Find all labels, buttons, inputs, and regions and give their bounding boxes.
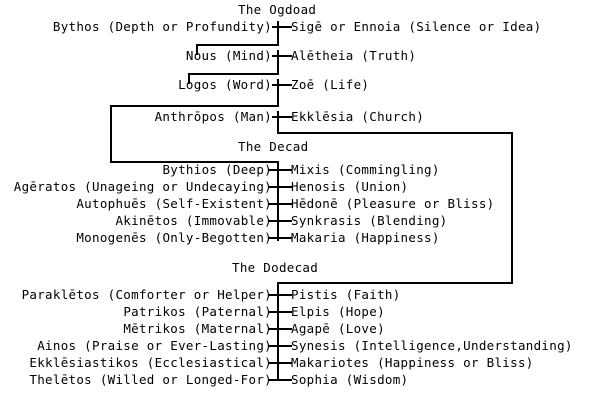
pair-connector-akinetos-synkrasis bbox=[269, 220, 292, 222]
node-autophues: Autophuēs (Self-Existent) bbox=[76, 196, 272, 211]
descent-ogdoad-3-vert-right bbox=[277, 84, 279, 107]
descent-ogdoad-2-vert-right bbox=[277, 55, 279, 75]
section-heading-decad: The Decad bbox=[238, 139, 309, 154]
descent-ogdoad-3-horiz bbox=[110, 105, 279, 107]
node-mixis: Mixis (Commingling) bbox=[291, 162, 440, 177]
node-logos: Logos (Word) bbox=[178, 77, 272, 92]
node-monogenes: Monogenēs (Only-Begotten) bbox=[76, 230, 272, 245]
node-patrikos: Patrikos (Paternal) bbox=[123, 304, 272, 319]
pair-connector-ainos-synesis bbox=[269, 345, 292, 347]
descent-ogdoad-2-horiz bbox=[188, 73, 279, 75]
branch-anthropos-vert bbox=[110, 117, 112, 163]
node-ekklesia: Ekklēsia (Church) bbox=[291, 109, 425, 124]
descent-ogdoad-1-vert-left bbox=[196, 44, 198, 55]
pair-connector-metrikos-agape bbox=[269, 328, 292, 330]
branch-right-margin-vert bbox=[511, 132, 513, 284]
pair-connector-ageratos-henosis bbox=[269, 186, 292, 188]
pair-connector-patrikos-elpis bbox=[269, 311, 292, 313]
pair-connector-logos-zoe bbox=[272, 84, 292, 86]
node-elpis: Elpis (Hope) bbox=[291, 304, 385, 319]
pair-connector-monogenes-makaria bbox=[269, 237, 292, 239]
node-ainos: Ainos (Praise or Ever-Lasting) bbox=[37, 338, 272, 353]
node-nous: Nous (Mind) bbox=[185, 48, 272, 63]
node-synkrasis: Synkrasis (Blending) bbox=[291, 213, 448, 228]
node-makaria: Makaria (Happiness) bbox=[291, 230, 440, 245]
section-heading-ogdoad: The Ogdoad bbox=[238, 2, 317, 17]
branch-ekklesia-horiz bbox=[277, 132, 513, 134]
node-bythios: Bythios (Deep) bbox=[162, 162, 272, 177]
descent-ogdoad-1-vert-right bbox=[277, 26, 279, 46]
node-bythos: Bythos (Depth or Profundity) bbox=[52, 19, 272, 34]
branch-to-decad-horiz bbox=[110, 161, 279, 163]
pair-connector-anthropos-ekklesia bbox=[272, 116, 292, 118]
section-heading-dodecad: The Dodecad bbox=[232, 260, 319, 275]
node-makariotes: Makariotes (Happiness or Bliss) bbox=[291, 355, 534, 370]
dodecad-spine bbox=[277, 282, 279, 379]
pair-connector-parakletos-pistis bbox=[269, 294, 292, 296]
node-parakletos: Paraklētos (Comforter or Helper) bbox=[21, 287, 272, 302]
node-synesis: Synesis (Intelligence,Understanding) bbox=[291, 338, 573, 353]
descent-ogdoad-3-vert-left bbox=[110, 105, 112, 117]
node-sophia: Sophia (Wisdom) bbox=[291, 372, 409, 387]
decad-spine bbox=[277, 161, 279, 241]
node-theletos: Thelētos (Willed or Longed-For) bbox=[29, 372, 272, 387]
node-akinetos: Akinētos (Immovable) bbox=[115, 213, 272, 228]
branch-ekklesia-vert bbox=[277, 116, 279, 134]
pair-connector-theletos-sophia bbox=[269, 379, 292, 381]
node-ekklesiastikos: Ekklēsiastikos (Ecclesiastical) bbox=[29, 355, 272, 370]
node-sige: Sigē or Ennoia (Silence or Idea) bbox=[291, 19, 542, 34]
pair-connector-autophues-hedone bbox=[269, 203, 292, 205]
descent-ogdoad-1-horiz bbox=[196, 44, 279, 46]
node-henosis: Henosis (Union) bbox=[291, 179, 409, 194]
node-pistis: Pistis (Faith) bbox=[291, 287, 401, 302]
descent-ogdoad-2-vert-left bbox=[188, 73, 190, 84]
node-hedone: Hēdonē (Pleasure or Bliss) bbox=[291, 196, 495, 211]
pair-connector-nous-aletheia bbox=[272, 55, 292, 57]
node-metrikos: Mētrikos (Maternal) bbox=[123, 321, 272, 336]
pair-connector-ekklesiastikos-makariotes bbox=[269, 362, 292, 364]
node-zoe: Zoē (Life) bbox=[291, 77, 370, 92]
pair-connector-bythos-sige bbox=[272, 26, 292, 28]
branch-to-dodecad-horiz bbox=[277, 282, 513, 284]
node-anthropos: Anthrōpos (Man) bbox=[154, 109, 272, 124]
node-aletheia: Alētheia (Truth) bbox=[291, 48, 417, 63]
node-agape: Agapē (Love) bbox=[291, 321, 385, 336]
pair-connector-bythios-mixis bbox=[269, 169, 292, 171]
node-ageratos: Agēratos (Unageing or Undecaying) bbox=[13, 179, 272, 194]
